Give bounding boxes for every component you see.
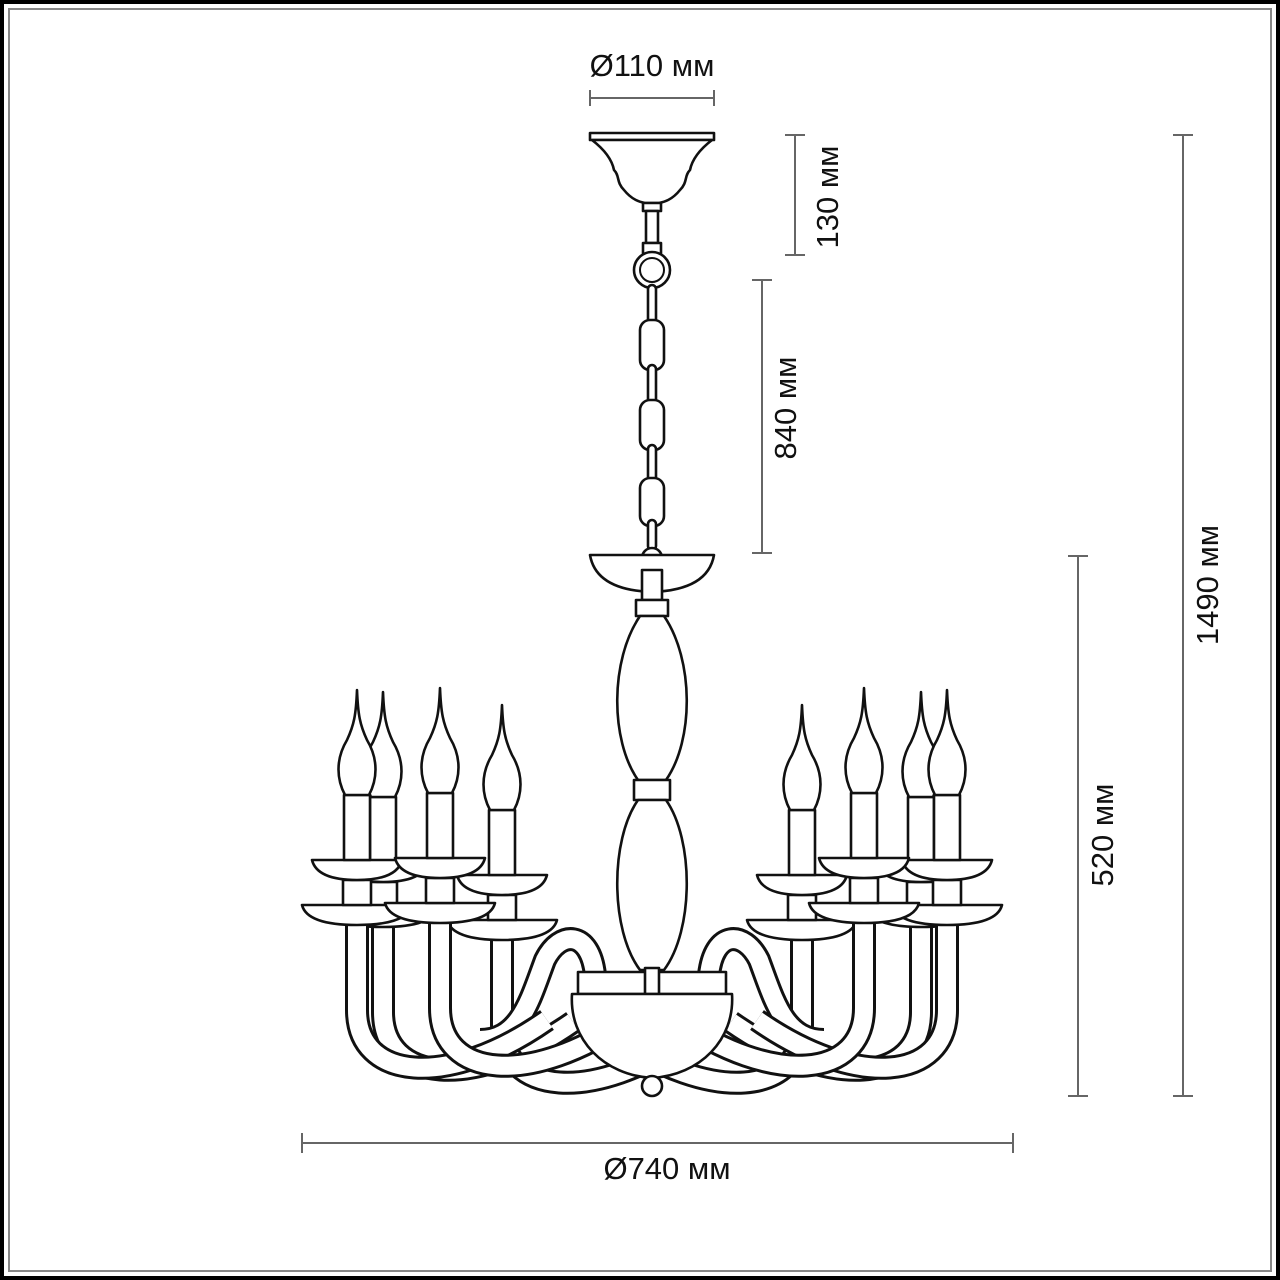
central-stem xyxy=(588,553,716,972)
total-height-label: 1490 мм xyxy=(1190,525,1225,645)
chain-length-label: 840 мм xyxy=(768,357,803,460)
chain xyxy=(632,250,672,570)
dimension-chain-length: 840 мм xyxy=(752,279,803,554)
dimension-canopy-height: 130 мм xyxy=(785,134,845,256)
dimension-total-diameter: Ø740 мм xyxy=(301,1133,1014,1186)
body-height-label: 520 мм xyxy=(1085,784,1120,887)
dimension-total-height: 1490 мм xyxy=(1173,134,1225,1097)
dimension-canopy-diameter: Ø110 мм xyxy=(589,48,715,106)
dimension-body-height: 520 мм xyxy=(1068,555,1120,1097)
canopy-height-label: 130 мм xyxy=(810,146,845,249)
body-bowl xyxy=(570,966,734,1098)
inner-frame xyxy=(8,8,1272,1272)
ceiling-canopy xyxy=(588,131,716,259)
total-diameter-label: Ø740 мм xyxy=(603,1151,730,1186)
canopy-diameter-label: Ø110 мм xyxy=(590,48,715,83)
